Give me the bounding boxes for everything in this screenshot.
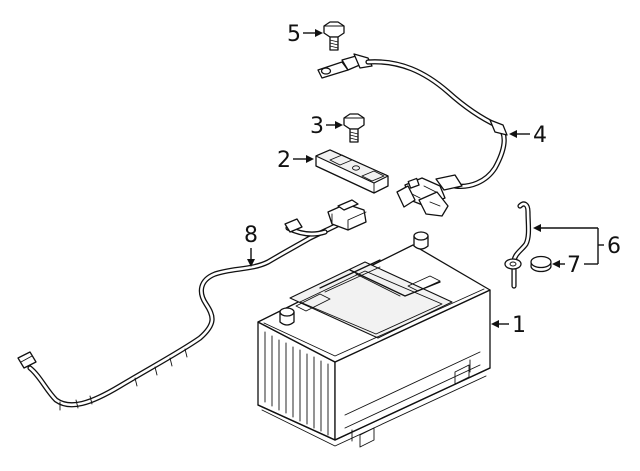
sensor-harness — [17, 199, 367, 411]
svg-text:4: 4 — [533, 123, 547, 148]
callout-6: 6 — [533, 224, 621, 265]
svg-text:3: 3 — [310, 114, 324, 139]
callout-4: 4 — [509, 123, 547, 148]
vent-plug — [530, 255, 552, 273]
svg-text:7: 7 — [567, 253, 581, 278]
vent-tube — [504, 201, 532, 289]
bracket-bolt — [343, 113, 365, 143]
callout-8: 8 — [244, 223, 258, 267]
svg-text:6: 6 — [607, 234, 621, 259]
hold-down-bracket — [315, 149, 389, 194]
terminal-negative — [279, 307, 295, 326]
svg-text:8: 8 — [244, 223, 258, 248]
positive-cable — [317, 53, 508, 217]
svg-text:1: 1 — [512, 313, 526, 338]
cable-bolt — [323, 21, 345, 51]
callout-3: 3 — [310, 114, 343, 139]
battery — [257, 231, 491, 448]
callout-5: 5 — [287, 22, 323, 47]
terminal-positive — [413, 231, 429, 250]
callout-2: 2 — [277, 148, 314, 173]
callout-7: 7 — [552, 253, 581, 278]
svg-text:5: 5 — [287, 22, 301, 47]
callout-1: 1 — [491, 313, 526, 338]
svg-text:2: 2 — [277, 148, 291, 173]
